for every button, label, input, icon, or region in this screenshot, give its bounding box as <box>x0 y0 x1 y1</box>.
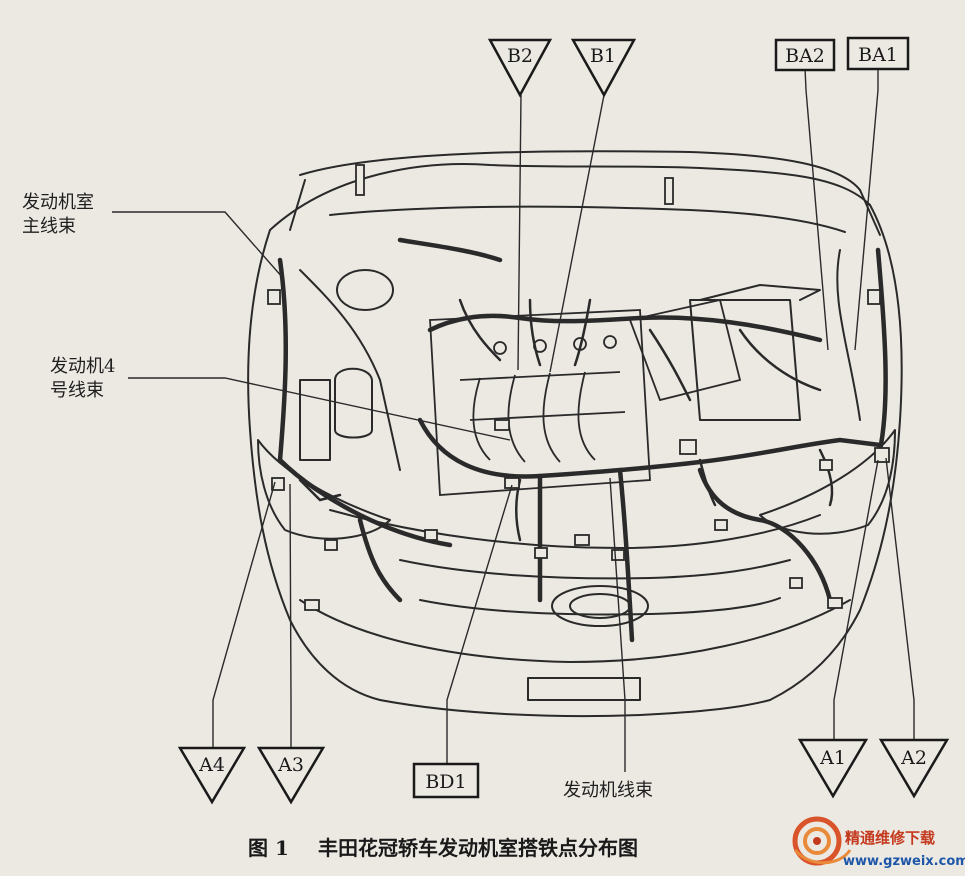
ground-point-BD1: BD1 <box>412 762 480 799</box>
ground-label-A1: A1 <box>819 747 846 769</box>
ground-label-BA1: BA1 <box>858 44 898 66</box>
ground-point-B2: B2 <box>487 38 553 98</box>
harness-branches <box>298 298 834 542</box>
watermark-site-name: 精通维修下载 <box>845 829 935 847</box>
ground-point-BA2: BA2 <box>774 38 836 72</box>
ground-point-A2: A2 <box>878 738 950 799</box>
ground-label-A4: A4 <box>198 754 225 776</box>
harness-label-engine4-line1: 发动机4 <box>50 356 115 377</box>
ground-label-B2: B2 <box>507 45 533 67</box>
ground-point-B1: B1 <box>570 38 637 98</box>
ground-point-BA1: BA1 <box>846 36 910 71</box>
harness-label-main-line1: 发动机室 <box>22 192 94 213</box>
ground-point-A4: A4 <box>177 746 247 805</box>
harness-label-engine4-line2: 号线束 <box>50 380 104 401</box>
ground-point-A1: A1 <box>797 738 869 799</box>
ground-label-BD1: BD1 <box>425 771 466 793</box>
leader-lines <box>112 67 915 772</box>
ground-label-A2: A2 <box>900 747 927 769</box>
ground-label-BA2: BA2 <box>785 45 825 67</box>
watermark-site-url: www.gzweix.com <box>843 854 965 869</box>
harness-label-main-line2: 主线束 <box>22 216 76 237</box>
engine-block-drawing <box>429 298 742 496</box>
figure-caption-number: 图 1 <box>248 836 289 860</box>
site-logo-watermark <box>792 816 852 866</box>
ground-label-B1: B1 <box>590 45 616 67</box>
ground-label-A3: A3 <box>277 754 304 776</box>
harness-label-engine: 发动机线束 <box>563 780 653 801</box>
ground-point-A3: A3 <box>256 746 326 805</box>
figure-caption-title: 丰田花冠轿车发动机室搭铁点分布图 <box>318 836 638 860</box>
wiring-harness-drawing <box>277 237 888 643</box>
